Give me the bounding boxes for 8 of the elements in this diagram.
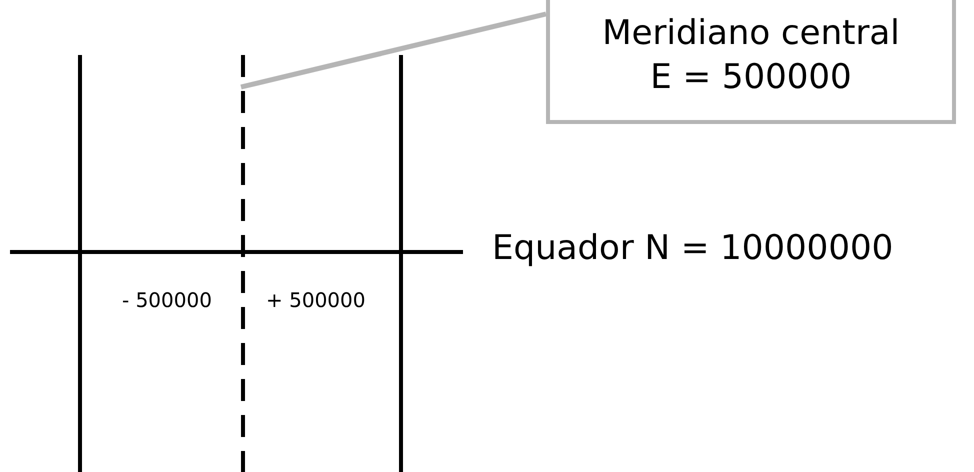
callout-box	[546, 0, 956, 124]
central-meridian-line	[241, 55, 245, 472]
coordinate-label: + 500000	[266, 288, 366, 312]
coordinate-label: - 500000	[122, 288, 212, 312]
leader-line	[240, 12, 547, 90]
callout-value: E = 500000	[649, 56, 853, 98]
equator-label: Equador N = 10000000	[492, 228, 894, 268]
callout-title: Meridiano central	[601, 12, 901, 54]
